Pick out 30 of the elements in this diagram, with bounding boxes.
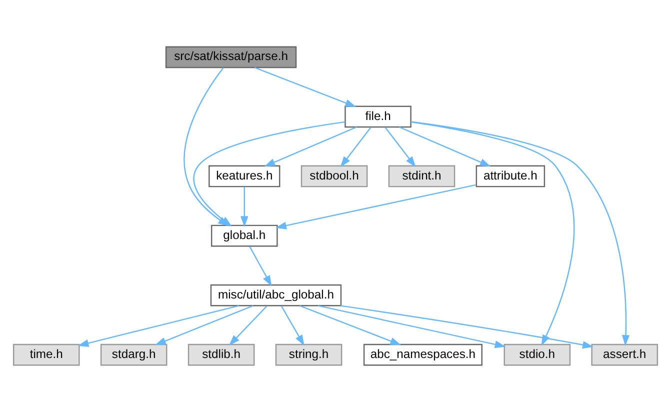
node-box: assert.h (591, 343, 658, 366)
node-box: keatures.h (208, 164, 280, 187)
arrow (280, 305, 304, 346)
arrow (78, 304, 240, 346)
arrow (299, 304, 402, 345)
arrow (318, 304, 506, 348)
node-box: string.h (275, 343, 342, 366)
arrow (228, 305, 268, 346)
arrow (240, 186, 248, 227)
node-box: stdbool.h (300, 164, 368, 187)
node-box: stdarg.h (100, 343, 168, 366)
node-box: abc_namespaces.h (363, 343, 482, 366)
node-box: misc/util/abc_global.h (210, 284, 342, 306)
node-box: stdio.h (504, 343, 571, 366)
arrow (340, 304, 594, 348)
arrow (399, 126, 491, 166)
node-box: stdint.h (388, 164, 456, 187)
node-box: stdlib.h (188, 343, 255, 366)
arrow (275, 184, 476, 229)
node-box: src/sat/kissat/parse.h (165, 46, 297, 68)
arrow (154, 304, 254, 345)
arrow (384, 126, 416, 167)
node-box: file.h (344, 105, 412, 128)
node-box: time.h (12, 343, 80, 366)
arrow (340, 126, 372, 167)
arrow (264, 126, 357, 166)
arrow (249, 246, 272, 286)
node-box: global.h (210, 224, 278, 246)
arrow (254, 66, 356, 107)
node-box: attribute.h (476, 164, 546, 187)
